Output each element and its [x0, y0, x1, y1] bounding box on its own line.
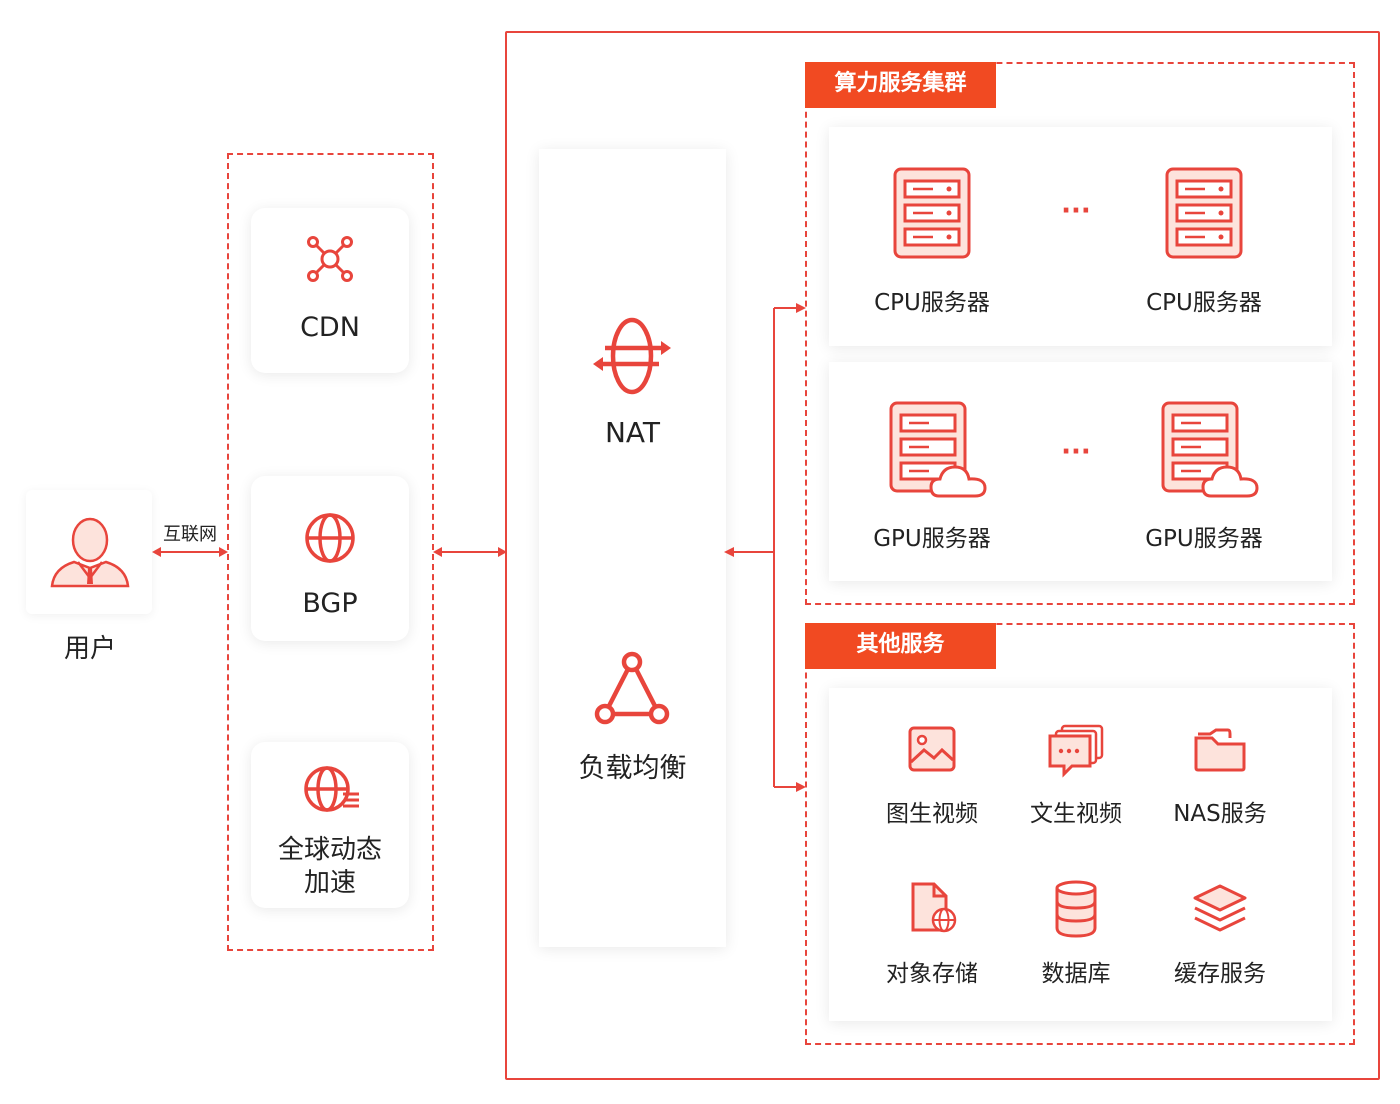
globe-speed-icon — [304, 766, 359, 812]
gpu-server-left-label: GPU服务器 — [873, 526, 991, 552]
chat-stack-icon — [1048, 724, 1104, 778]
cpu-server-left-label: CPU服务器 — [874, 290, 990, 316]
user-icon — [50, 517, 130, 588]
nat-label: NAT — [604, 416, 661, 449]
database-icon — [1055, 880, 1097, 938]
file-globe-icon — [911, 882, 957, 933]
image-icon — [908, 726, 956, 772]
cpu-server-right-label: CPU服务器 — [1146, 290, 1262, 316]
bgp-card[interactable] — [251, 476, 409, 641]
gateway-panel — [539, 149, 726, 947]
layers-icon — [1193, 884, 1247, 932]
gpu-server-right-label: GPU服务器 — [1145, 526, 1263, 552]
cdn-card[interactable] — [251, 208, 409, 373]
connector-lines — [724, 303, 806, 792]
cdn-label: CDN — [300, 312, 360, 343]
nas-service-label: NAS服务 — [1173, 801, 1267, 827]
compute-cluster-group — [805, 62, 1355, 605]
cloud-server-icon — [889, 401, 987, 498]
internet-label: 互联网 — [163, 524, 217, 545]
double-arrow-icon — [433, 547, 507, 557]
cache-service-label: 缓存服务 — [1174, 961, 1266, 987]
compute-cluster-title: 算力服务集群 — [805, 62, 996, 108]
load-balancer-icon — [594, 651, 670, 725]
cloud-region-frame — [505, 31, 1380, 1080]
text-to-video-label: 文生视频 — [1030, 801, 1122, 827]
bgp-label: BGP — [302, 588, 358, 619]
load-balancer-label: 负载均衡 — [578, 753, 687, 784]
server-icon — [1165, 167, 1243, 259]
nat-icon — [593, 317, 671, 395]
double-arrow-icon — [152, 547, 228, 557]
cpu-ellipsis: ··· — [1061, 196, 1091, 226]
image-to-video-label: 图生视频 — [886, 801, 978, 827]
other-services-title: 其他服务 — [805, 623, 996, 669]
user-label: 用户 — [63, 634, 116, 664]
folder-icon — [1194, 728, 1246, 772]
object-storage-label: 对象存储 — [886, 961, 978, 987]
other-services-group — [805, 623, 1355, 1045]
global-accel-label: 全球动态 加速 — [277, 835, 382, 898]
cdn-node-icon — [307, 236, 353, 282]
globe-icon — [305, 513, 355, 563]
cloud-server-icon — [1161, 401, 1259, 498]
server-icon — [893, 167, 971, 259]
gpu-ellipsis: ··· — [1061, 437, 1091, 467]
database-label: 数据库 — [1041, 961, 1111, 987]
